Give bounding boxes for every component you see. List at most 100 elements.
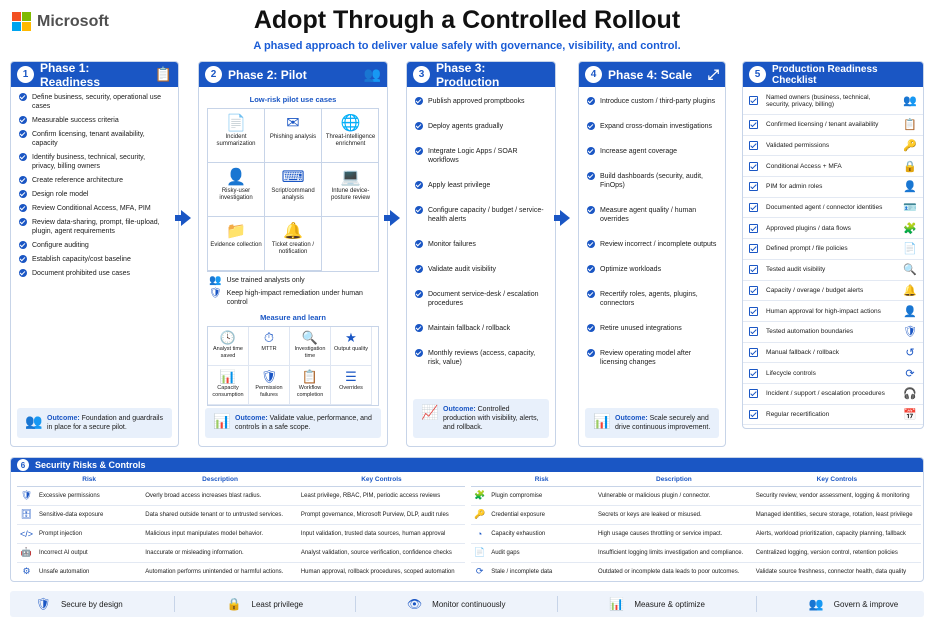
phase4-card: 4 Phase 4: Scale ⤢ Introduce custom / th… (578, 61, 726, 447)
list-item: Retire unused integrations (587, 324, 717, 333)
checklist-item: Defined prompt / file policies📄 (743, 239, 923, 260)
check-circle-icon (587, 147, 595, 155)
risk-description: Vulnerable or malicious plugin / connect… (594, 486, 753, 506)
user-icon: 👤 (226, 169, 246, 186)
checkbox-icon (749, 347, 758, 357)
risk-description: High usage causes throttling or service … (594, 524, 753, 544)
measure-label: Permission failures (255, 385, 283, 398)
risks-number: 6 (17, 459, 29, 471)
microsoft-grid-icon (12, 12, 31, 31)
arrow-right-icon (554, 210, 570, 226)
measure-cell: 📊Capacity consumption (208, 366, 249, 405)
checklist-item: Manual fallback / rollback↺ (743, 343, 923, 364)
list-item-text: Recertify roles, agents, plugins, connec… (600, 291, 698, 307)
checklist-item-text: Approved plugins / data flows (766, 224, 851, 232)
page-title: Adopt Through a Controlled Rollout (253, 6, 681, 34)
risks-column-header: Risk (488, 473, 595, 487)
list-item: Publish approved promptbooks (415, 97, 547, 106)
clipboard-icon: 📋 (903, 119, 917, 132)
outcome-label: Outcome: (47, 415, 80, 422)
expand-icon: ⤢ (707, 66, 719, 82)
checklist-item: PIM for admin roles👤 (743, 177, 923, 198)
checklist-item: Named owners (business, technical, secur… (743, 87, 923, 115)
list-item: Introduce custom / third-party plugins (587, 97, 717, 106)
list-item: Review incorrect / incomplete outputs (587, 240, 717, 249)
search-icon: 🔍 (301, 330, 319, 345)
principle-item: 🔒Least privilege (227, 597, 304, 611)
usecase-label: Evidence collection (210, 242, 262, 248)
page-subtitle: A phased approach to deliver value safel… (253, 40, 681, 52)
checkbox-icon (749, 96, 758, 105)
people-icon: 👥 (808, 597, 824, 611)
phase1-list: Define business, security, operational u… (11, 87, 178, 278)
risk-description: Data shared outside tenant or to untrust… (142, 505, 298, 525)
gauge-icon: ◔ (471, 524, 489, 544)
list-item: Establish capacity/cost baseline (19, 255, 170, 264)
gear-icon: ⚙ (17, 562, 37, 581)
note-text: Keep high-impact remediation under human… (226, 290, 363, 306)
list-item-text: Apply least privilege (428, 182, 491, 189)
checklist-item-text: Manual fallback / rollback (766, 348, 839, 356)
risk-controls: Human approval, rollback procedures, sco… (297, 562, 465, 581)
check-circle-icon (415, 240, 423, 248)
bar-chart-icon: 📊 (219, 369, 237, 384)
list-item-text: Monitor failures (428, 241, 476, 248)
checkbox-icon (749, 265, 758, 275)
list-item-text: Increase agent coverage (600, 148, 678, 155)
arrow-right-icon (384, 210, 400, 226)
list-item-text: Deploy agents gradually (428, 123, 504, 130)
risk-description: Malicious input manipulates model behavi… (142, 524, 298, 544)
measure-label: Capacity consumption (212, 385, 244, 398)
outcome-label: Outcome: (235, 415, 268, 422)
bell-icon: 🔔 (283, 223, 303, 240)
key-icon: 🔑 (471, 505, 489, 525)
list-item-text: Establish capacity/cost baseline (32, 256, 131, 263)
usecase-cell: 🌐Threat-intelligence enrichment (322, 109, 379, 163)
eye-icon: 👁 (406, 597, 423, 611)
list-item: Optimize workloads (587, 265, 717, 274)
check-circle-icon (587, 324, 595, 332)
checklist-header: 5 Production Readiness Checklist (743, 62, 923, 87)
risk-description: Inaccurate or misleading information. (142, 543, 298, 563)
check-circle-icon (19, 93, 27, 101)
people-icon: 👥 (903, 95, 917, 107)
list-item: Configure auditing (19, 241, 170, 250)
checklist-item: Approved plugins / data flows 🧩 (743, 218, 923, 240)
principle-label: Govern & improve (833, 599, 899, 609)
checklist-item: Human approval for high-impact actions👤 (743, 301, 923, 322)
checkbox-icon (749, 327, 758, 337)
checklist-title: Production Readiness Checklist (772, 63, 878, 86)
mail-icon: ✉ (286, 115, 300, 132)
risk-name: Excessive permissions (36, 486, 143, 506)
usecase-label: Risky-user investigation (219, 188, 253, 201)
check-circle-icon (415, 349, 423, 357)
clipboard-check-icon: 📋 (154, 66, 172, 82)
puzzle-icon: 🧩 (903, 222, 917, 235)
risk-name: Stale / incomplete data (488, 562, 595, 581)
risk-icon-header (471, 473, 489, 487)
divider (556, 596, 558, 612)
puzzle-icon: 🧩 (471, 486, 489, 506)
risks-column-header: Risk (36, 473, 143, 487)
checklist-item: Confirmed licensing / tenant availabilit… (743, 115, 923, 136)
risks-header: 6 Security Risks & Controls (11, 458, 923, 472)
checklist-item-text: Human approval for high-impact actions (766, 307, 881, 315)
checklist-item-text: Incident / support / escalation procedur… (766, 390, 885, 398)
check-circle-icon (587, 122, 595, 130)
check-circle-icon (19, 241, 27, 249)
phase3-outcome-text: Controlled production with visibility, a… (443, 406, 539, 431)
usecase-cell: 💻Intune device-posture review (322, 163, 379, 217)
phase3-card: 3 Phase 3: Production Publish approved p… (406, 61, 556, 447)
check-circle-icon (587, 97, 595, 105)
phase1-outcome-text: Foundation and guardrails in place for a… (47, 415, 163, 431)
key-icon: 🔑 (903, 140, 917, 153)
checklist-item: Documented agent / connector identities🪪 (743, 198, 923, 219)
principle-label: Secure by design (60, 599, 123, 609)
arrow-right-icon (175, 210, 191, 226)
principle-item: 👁Monitor continuously (407, 597, 506, 611)
pilot-note: 👥Use trained analysts only (199, 276, 387, 286)
